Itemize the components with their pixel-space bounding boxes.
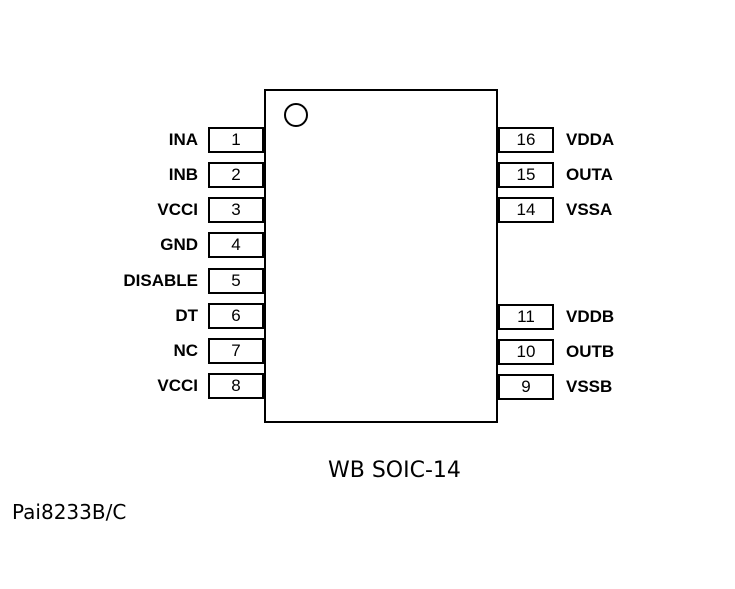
pin-label-14: VSSA [566, 200, 613, 219]
pin-label-7: NC [173, 341, 198, 360]
pin-3: 3 [208, 197, 264, 223]
ic-package-body [264, 89, 498, 423]
pin-11: 11 [498, 304, 554, 330]
pin-label-10: OUTB [566, 342, 615, 361]
pin-4: 4 [208, 232, 264, 258]
pin-label-3: VCCI [157, 200, 198, 219]
pin-15: 15 [498, 162, 554, 188]
pin-10: 10 [498, 339, 554, 365]
pin-6: 6 [208, 303, 264, 329]
pin-label-2: INB [168, 165, 198, 184]
pin-label-16: VDDA [566, 130, 615, 149]
pin-label-5: DISABLE [123, 271, 198, 290]
pin1-indicator-icon [284, 103, 308, 127]
pin-9: 9 [498, 374, 554, 400]
pin-8: 8 [208, 373, 264, 399]
pin-1: 1 [208, 127, 264, 153]
pin-2: 2 [208, 162, 264, 188]
pin-label-11: VDDB [566, 307, 615, 326]
part-number: Pai8233B/C [12, 500, 127, 524]
package-label: WB SOIC-14 [328, 458, 461, 483]
pin-label-9: VSSB [566, 377, 613, 396]
pin-label-4: GND [160, 235, 198, 254]
pin-label-1: INA [168, 130, 198, 149]
pin-16: 16 [498, 127, 554, 153]
pin-7: 7 [208, 338, 264, 364]
pin-14: 14 [498, 197, 554, 223]
pin-label-8: VCCI [157, 376, 198, 395]
pin-label-6: DT [175, 306, 198, 325]
pin-label-15: OUTA [566, 165, 613, 184]
pin-5: 5 [208, 268, 264, 294]
